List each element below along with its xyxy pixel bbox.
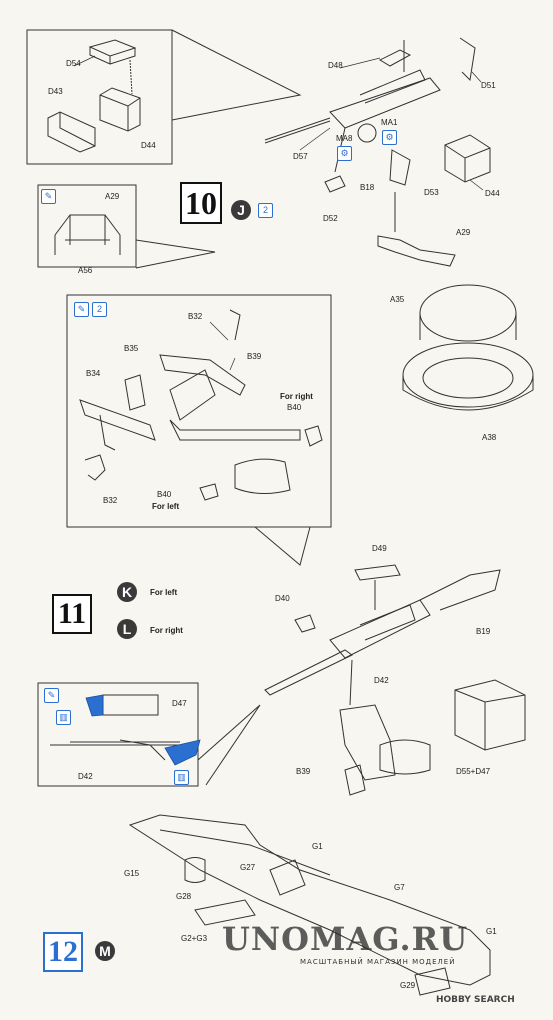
step-number-10: 10 [180, 182, 222, 224]
paint-icon: ▥ [56, 710, 71, 725]
gear-icon: ⚙ [337, 146, 352, 161]
glue-brush-icon: ✎ [41, 189, 56, 204]
step-marker-l: L [117, 619, 137, 639]
for-right-note: For right [280, 392, 313, 401]
part-label-a29: A29 [456, 228, 471, 237]
step-number-12: 12 [43, 932, 83, 972]
step-marker-k: K [117, 582, 137, 602]
for-right-note: For right [150, 626, 183, 635]
glue-brush-icon: ✎ [44, 688, 59, 703]
count-badge: 2 [258, 203, 273, 218]
part-label-d53: D53 [424, 188, 439, 197]
part-label-d42: D42 [374, 676, 389, 685]
part-label-g1: G1 [486, 927, 497, 936]
part-label-b40: B40 [287, 403, 302, 412]
part-label-d44: D44 [141, 141, 156, 150]
step-marker-j: J [231, 200, 251, 220]
hobby-search-mark: HOBBY SEARCH [436, 995, 515, 1005]
part-label-d54: D54 [66, 59, 81, 68]
part-label-b34: B34 [86, 369, 101, 378]
part-label-b18: B18 [360, 183, 375, 192]
part-label-d42: D42 [78, 772, 93, 781]
part-label-g29: G29 [400, 981, 416, 990]
count-badge: 2 [92, 302, 107, 317]
part-label-d57: D57 [293, 152, 308, 161]
part-label-g27: G27 [240, 863, 256, 872]
part-label-a56: A56 [78, 266, 93, 275]
part-label-d51: D51 [481, 81, 496, 90]
step-number-11: 11 [52, 594, 92, 634]
step-marker-m: M [95, 941, 115, 961]
watermark-subtitle: МАСШТАБНЫЙ МАГАЗИН МОДЕЛЕЙ [300, 958, 456, 966]
part-label-ma1: MA1 [381, 118, 398, 127]
part-label-b35: B35 [124, 344, 139, 353]
for-left-note: For left [150, 588, 178, 597]
part-label-b39: B39 [296, 767, 311, 776]
part-label-a38: A38 [482, 433, 497, 442]
part-label-d49: D49 [372, 544, 387, 553]
part-label-g7: G7 [394, 883, 405, 892]
part-label-b40: B40 [157, 490, 172, 499]
part-label-ma8: MA8 [336, 134, 353, 143]
part-label-d48: D48 [328, 61, 343, 70]
part-label-g2-g3: G2+G3 [181, 934, 208, 943]
part-label-d40: D40 [275, 594, 290, 603]
for-left-note: For left [152, 502, 180, 511]
part-label-a35: A35 [390, 295, 405, 304]
part-label-d52: D52 [323, 214, 338, 223]
part-label-b19: B19 [476, 627, 491, 636]
glue-brush-icon: ✎ [74, 302, 89, 317]
part-label-g28: G28 [176, 892, 192, 901]
part-label-d55-d47: D55+D47 [456, 767, 491, 776]
detail-box-d54 [26, 29, 173, 165]
part-label-g1: G1 [312, 842, 323, 851]
part-label-d47: D47 [172, 699, 187, 708]
paint-icon: ▥ [174, 770, 189, 785]
watermark-logo: UNOMAG.RU [222, 920, 469, 958]
part-label-b32: B32 [188, 312, 203, 321]
part-label-d43: D43 [48, 87, 63, 96]
gear-icon: ⚙ [382, 130, 397, 145]
part-label-b39: B39 [247, 352, 262, 361]
part-label-d44: D44 [485, 189, 500, 198]
part-label-g15: G15 [124, 869, 140, 878]
part-label-a29: A29 [105, 192, 120, 201]
part-label-b32: B32 [103, 496, 118, 505]
